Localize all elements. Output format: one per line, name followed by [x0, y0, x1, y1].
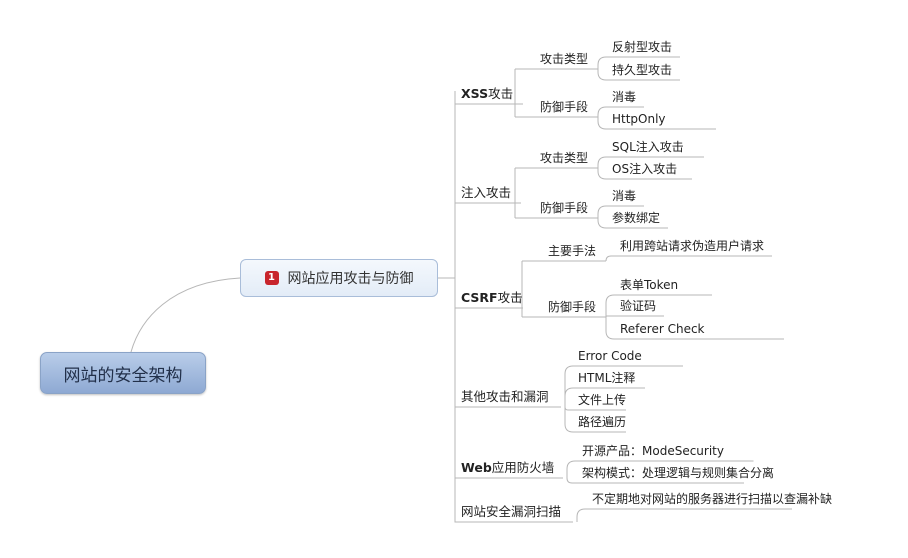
- root-label: 网站的安全架构: [63, 365, 183, 386]
- group-2-0-label[interactable]: 主要手法: [548, 244, 597, 258]
- main-topic-node[interactable]: 1 网站应用攻击与防御: [240, 259, 438, 297]
- root-to-main-connector: [130, 277, 241, 353]
- item-2-1-0-branch: [605, 294, 615, 317]
- item-0-0-1-label[interactable]: 持久型攻击: [612, 63, 673, 77]
- category-4-label-text: 应用防火墙: [491, 460, 555, 475]
- category-2-label-bold: CSRF: [461, 290, 498, 305]
- item-1-0-1-label[interactable]: OS注入攻击: [612, 162, 678, 176]
- main-topic-label: 网站应用攻击与防御: [287, 271, 414, 287]
- item-4-1-label[interactable]: 架构模式：处理逻辑与规则集合分离: [582, 466, 775, 480]
- item-3-3-branch: [564, 407, 574, 433]
- item-0-0-0-label[interactable]: 反射型攻击: [612, 40, 673, 54]
- category-1-label[interactable]: 注入攻击: [461, 185, 511, 201]
- category-0-label-bold: XSS: [461, 86, 489, 101]
- item-3-2-branch: [564, 406, 573, 411]
- category-0-label-text: 攻击: [488, 86, 514, 101]
- category-4-label[interactable]: Web应用防火墙: [461, 460, 554, 476]
- item-1-1-1-branch: [597, 218, 607, 229]
- item-0-1-0-branch: [597, 106, 607, 117]
- item-0-1-0-label[interactable]: 消毒: [612, 90, 637, 104]
- root-node[interactable]: 网站的安全架构: [40, 352, 206, 394]
- item-0-0-1-branch: [597, 69, 607, 81]
- item-1-1-0-label[interactable]: 消毒: [612, 189, 637, 203]
- item-3-1-branch: [564, 387, 574, 407]
- item-1-1-1-label[interactable]: 参数绑定: [612, 211, 661, 225]
- item-3-3-label[interactable]: 路径遍历: [578, 415, 627, 429]
- category-4-label-bold: Web: [461, 460, 492, 475]
- item-3-0-label[interactable]: Error Code: [578, 349, 642, 363]
- item-2-1-2-branch: [605, 317, 615, 340]
- item-1-0-0-branch: [597, 156, 607, 168]
- item-2-0-0-label[interactable]: 利用跨站请求伪造用户请求: [620, 239, 765, 253]
- item-5-0-branch: [576, 508, 586, 522]
- item-4-1-branch: [566, 477, 575, 484]
- item-0-1-1-branch: [597, 117, 607, 130]
- item-2-1-2-label[interactable]: Referer Check: [620, 322, 705, 336]
- item-0-0-0-branch: [597, 56, 607, 69]
- category-5-label-text: 网站安全漏洞扫描: [461, 504, 562, 519]
- item-3-0-branch: [564, 365, 574, 407]
- group-2-1-label[interactable]: 防御手段: [548, 300, 597, 314]
- item-2-0-0-branch: [605, 255, 614, 262]
- item-4-0-branch: [566, 460, 576, 478]
- item-5-0-label[interactable]: 不定期地对网站的服务器进行扫描以查漏补缺: [592, 492, 833, 506]
- item-1-0-1-branch: [597, 168, 607, 180]
- item-3-1-label[interactable]: HTML注释: [578, 371, 636, 385]
- category-2-label-text: 攻击: [497, 290, 523, 305]
- category-5-label[interactable]: 网站安全漏洞扫描: [461, 504, 561, 520]
- item-3-2-label[interactable]: 文件上传: [578, 393, 627, 407]
- priority-1-icon: 1: [264, 271, 279, 285]
- item-2-1-1-label[interactable]: 验证码: [620, 299, 657, 313]
- group-0-0-label[interactable]: 攻击类型: [540, 52, 589, 66]
- item-1-0-0-label[interactable]: SQL注入攻击: [612, 140, 684, 154]
- item-2-1-0-label[interactable]: 表单Token: [620, 278, 679, 292]
- category-3-label-text: 其他攻击和漏洞: [461, 389, 549, 404]
- item-1-1-0-branch: [597, 205, 607, 218]
- group-1-1-label[interactable]: 防御手段: [540, 201, 589, 215]
- category-3-label[interactable]: 其他攻击和漏洞: [461, 389, 549, 405]
- group-1-0-label[interactable]: 攻击类型: [540, 151, 589, 165]
- category-0-label[interactable]: XSS攻击: [461, 86, 513, 102]
- item-2-1-1-branch: [605, 315, 614, 318]
- item-0-1-1-label[interactable]: HttpOnly: [612, 112, 666, 126]
- item-4-0-label[interactable]: 开源产品：ModeSecurity: [582, 444, 724, 458]
- category-2-label[interactable]: CSRF攻击: [461, 290, 523, 306]
- group-0-1-label[interactable]: 防御手段: [540, 100, 589, 114]
- category-1-label-text: 注入攻击: [461, 185, 512, 200]
